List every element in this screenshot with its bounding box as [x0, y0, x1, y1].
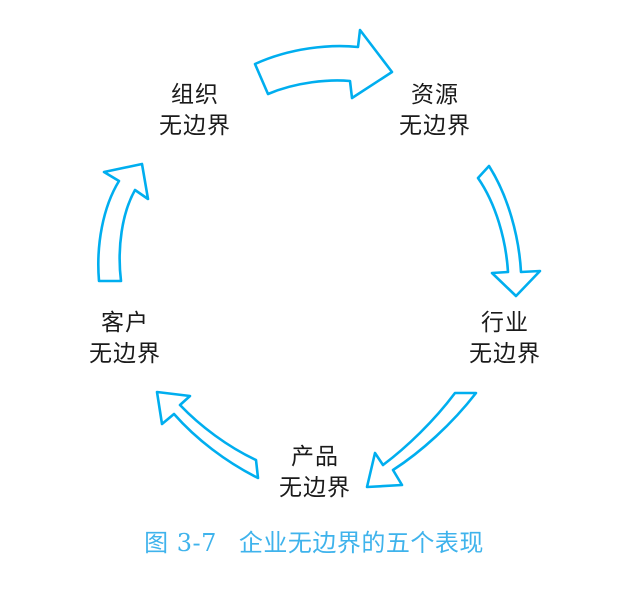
arrow-organization-to-resource-icon: [253, 28, 394, 100]
node-industry-line1: 行业: [481, 310, 529, 336]
arrow-industry-to-product-icon: [365, 391, 478, 489]
arrow-product-to-customer-icon: [155, 390, 260, 480]
node-label-product: 产品 无边界: [250, 442, 380, 503]
node-product-line2: 无边界: [279, 474, 351, 501]
arrow-resource-to-industry-icon: [476, 164, 542, 298]
node-label-industry: 行业 无边界: [440, 308, 570, 369]
figure-caption: 图 3-7 企业无边界的五个表现: [0, 523, 628, 558]
node-label-customer: 客户 无边界: [60, 308, 190, 369]
node-label-resource: 资源 无边界: [370, 80, 500, 141]
node-label-organization: 组织 无边界: [130, 80, 260, 141]
node-industry-line2: 无边界: [469, 340, 541, 367]
figure-caption-number: 图 3-7: [144, 529, 217, 557]
node-resource-line1: 资源: [411, 82, 459, 108]
node-organization-line1: 组织: [171, 82, 219, 108]
figure-caption-title: 企业无边界的五个表现: [238, 529, 484, 557]
node-organization-line2: 无边界: [159, 112, 231, 139]
arrow-customer-to-organization-icon: [97, 162, 150, 283]
node-product-line1: 产品: [291, 444, 339, 470]
node-customer-line1: 客户: [101, 310, 149, 336]
node-resource-line2: 无边界: [399, 112, 471, 139]
node-customer-line2: 无边界: [89, 340, 161, 367]
